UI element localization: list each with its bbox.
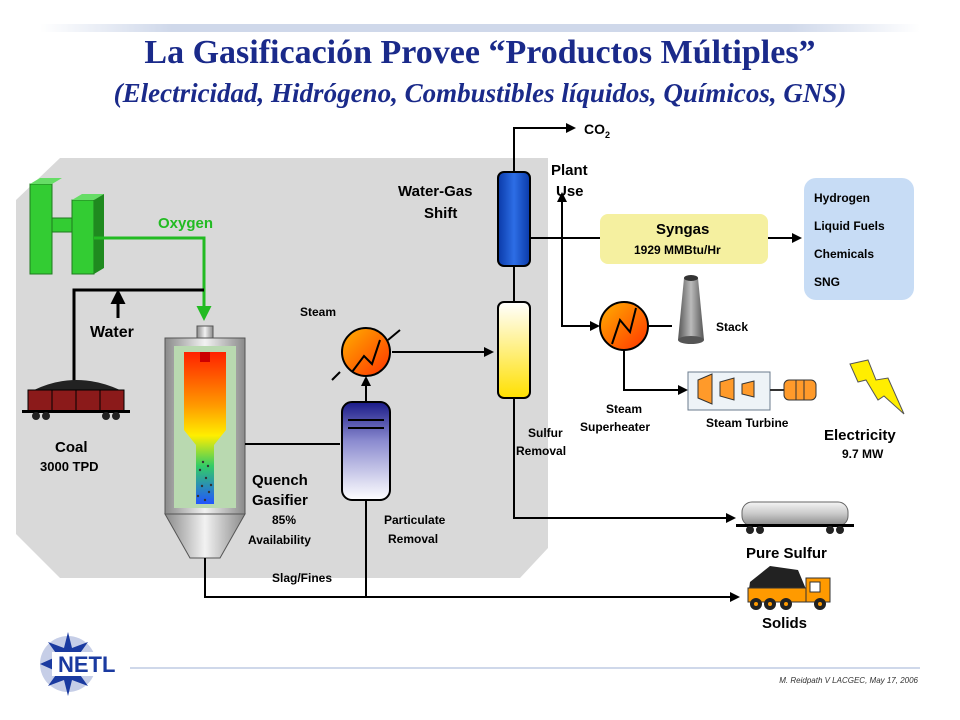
steam-superheater-label-1: Steam: [606, 402, 642, 416]
product-item: Liquid Fuels: [814, 219, 885, 233]
steam-superheater-label-2: Superheater: [580, 420, 650, 434]
steam-turbine-label: Steam Turbine: [706, 416, 789, 430]
co2-label: CO2: [584, 121, 610, 140]
water-gas-shift-reactor: [497, 171, 531, 267]
particulate-removal-vessel: [341, 401, 391, 501]
netl-logo-text: NETL: [58, 652, 115, 677]
oxygen-label: Oxygen: [158, 215, 213, 232]
stack-label: Stack: [716, 320, 748, 334]
steam-superheater: [599, 301, 649, 351]
particulate-label: Particulate: [384, 513, 446, 527]
plant-label: Plant: [551, 162, 588, 179]
electricity-label: Electricity: [824, 427, 896, 444]
water-label: Water: [90, 324, 134, 341]
dump-truck: [747, 566, 831, 610]
title-bar: [40, 24, 920, 32]
slag-label: Slag/Fines: [272, 571, 332, 585]
coal-rail-car: [22, 380, 130, 420]
products-box: [804, 178, 914, 300]
sulfur-removal-column: [497, 301, 531, 399]
page-subtitle: (Electricidad, Hidrógeno, Combustibles l…: [113, 78, 847, 108]
electricity-rate-label: 9.7 MW: [842, 447, 884, 461]
superheater-to-turbine-line: [623, 350, 688, 395]
co2-line: [513, 123, 576, 172]
availability-pct-label: 85%: [272, 513, 296, 527]
syngas-box: [600, 214, 768, 264]
sulfur-tank-car: [736, 501, 854, 534]
quench-gasifier: [164, 325, 246, 559]
stack: [678, 275, 704, 344]
water-gas-label: Water-Gas: [398, 183, 472, 200]
product-item: Chemicals: [814, 247, 874, 261]
footer-credit: M. Reidpath V LACGEC, May 17, 2006: [779, 676, 918, 685]
fuel-to-superheater-line: [561, 238, 600, 331]
steam-label: Steam: [300, 305, 336, 319]
shift-label: Shift: [424, 205, 457, 222]
slag-line: [204, 558, 740, 602]
syngas-label: Syngas: [656, 221, 709, 238]
lightning-bolt-icon: [849, 359, 905, 415]
process-panel: [16, 158, 548, 578]
steam-turbine: [687, 371, 817, 411]
product-item: SNG: [814, 275, 840, 289]
pure-sulfur-label: Pure Sulfur: [746, 545, 827, 562]
use-label: Use: [556, 183, 584, 200]
page-title: La Gasificación Provee “Productos Múltip…: [144, 34, 816, 71]
quench-label: Quench: [252, 472, 308, 489]
coal-rate-label: 3000 TPD: [40, 459, 99, 474]
product-item: Hydrogen: [814, 191, 870, 205]
coal-label: Coal: [55, 439, 88, 456]
air-separation-unit: [29, 178, 104, 275]
water-line: [72, 288, 204, 382]
netl-logo: NETL: [40, 632, 142, 696]
steam-stub: [331, 371, 341, 381]
syngas-rate-label: 1929 MMBtu/Hr: [634, 243, 721, 257]
sulfur-label: Sulfur: [528, 426, 563, 440]
sulfur-removal-label: Removal: [516, 444, 566, 458]
solids-label: Solids: [762, 615, 807, 632]
gasifier-label: Gasifier: [252, 492, 308, 509]
sulfur-line: [513, 398, 736, 523]
availability-label: Availability: [248, 533, 311, 547]
removal-label: Removal: [388, 532, 438, 546]
